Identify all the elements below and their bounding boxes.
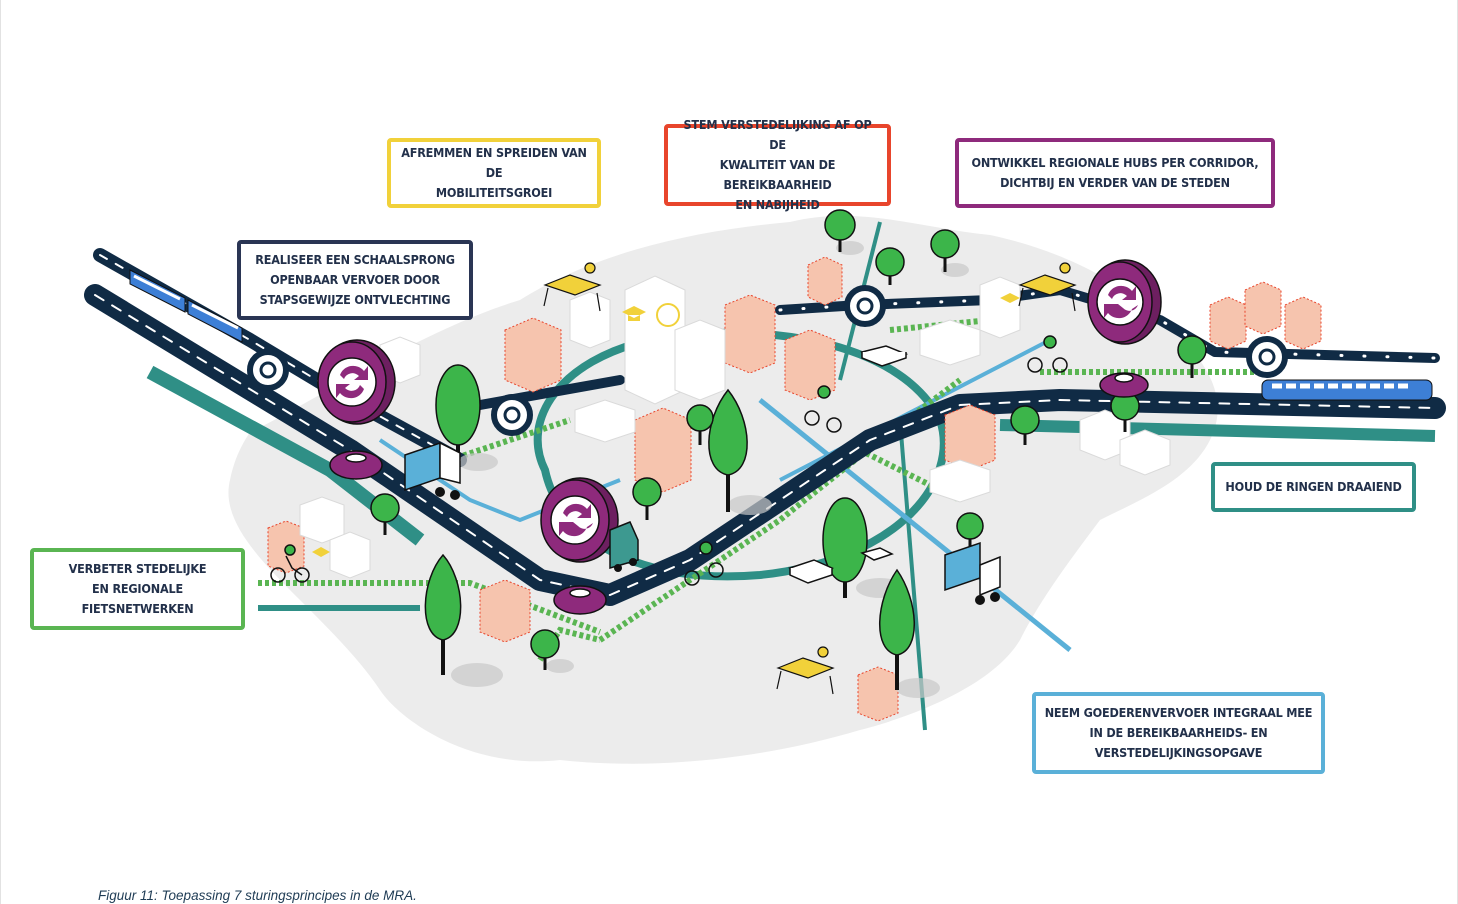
trees bbox=[370, 209, 1207, 690]
cyclist-icon bbox=[270, 544, 310, 583]
tree bbox=[686, 404, 714, 445]
tree bbox=[930, 229, 960, 272]
pink-buildings bbox=[267, 256, 1322, 722]
tree bbox=[370, 493, 400, 535]
cyclist-icons bbox=[270, 335, 1068, 586]
graduation-cap-icon-2 bbox=[1000, 293, 1020, 303]
car-icon bbox=[787, 559, 835, 584]
tree bbox=[632, 477, 662, 520]
cyclist-icon bbox=[1027, 335, 1068, 373]
teal-line-east bbox=[999, 419, 1436, 442]
label-mobility-growth: AFREMMEN EN SPREIDEN VAN DE MOBILITEITSG… bbox=[387, 138, 601, 208]
hub-base bbox=[1099, 372, 1149, 398]
station-rings bbox=[247, 285, 1288, 436]
ring-node bbox=[1246, 336, 1288, 378]
tree bbox=[875, 247, 905, 285]
car-icon bbox=[859, 345, 909, 367]
frame-left-line bbox=[0, 0, 1, 904]
tree bbox=[824, 209, 856, 252]
ring-node bbox=[247, 349, 289, 391]
tree bbox=[530, 629, 560, 670]
figure-caption: Figuur 11: Toepassing 7 sturingsprincipe… bbox=[98, 888, 417, 903]
tree bbox=[822, 497, 868, 598]
label-cycling: VERBETER STEDELIJKE EN REGIONALE FIETSNE… bbox=[30, 548, 245, 630]
van-icon bbox=[609, 521, 639, 572]
ring-node bbox=[844, 285, 886, 327]
label-freight: NEEM GOEDERENVERVOER INTEGRAAL MEE IN DE… bbox=[1032, 692, 1325, 774]
hub-discs bbox=[317, 259, 1162, 563]
label-rings: HOUD DE RINGEN DRAAIEND bbox=[1211, 462, 1416, 512]
label-urbanisation: STEM VERSTEDELIJKING AF OP DE KWALITEIT … bbox=[664, 117, 891, 212]
hub-bases bbox=[329, 372, 1149, 615]
car-icon bbox=[860, 547, 894, 561]
truck-icon bbox=[404, 441, 461, 500]
hub-exchange-icon bbox=[1087, 259, 1162, 345]
hub-base bbox=[553, 585, 607, 615]
ring-node bbox=[491, 394, 533, 436]
tree bbox=[424, 553, 462, 675]
cyclist-icon bbox=[804, 385, 842, 433]
tree bbox=[1110, 391, 1140, 432]
cyclist-icon bbox=[684, 541, 724, 586]
cycle-lane-1 bbox=[258, 580, 602, 635]
freight-line-2 bbox=[758, 398, 1072, 652]
train-east bbox=[1261, 379, 1433, 401]
tree bbox=[1177, 335, 1207, 378]
cycle-lane-2 bbox=[449, 417, 571, 463]
desk-worker-icon bbox=[1018, 262, 1077, 312]
cycle-lane-6 bbox=[537, 626, 601, 662]
desk-worker-icon bbox=[543, 262, 602, 312]
freight-line-3 bbox=[779, 338, 1051, 482]
hub-base bbox=[329, 450, 383, 480]
truck-icon bbox=[944, 541, 1001, 605]
desk-worker-icon bbox=[776, 646, 835, 695]
clock-icon bbox=[656, 303, 680, 327]
hub-exchange-icon bbox=[317, 339, 396, 425]
desk-worker-icons bbox=[543, 262, 1077, 695]
label-public-transport: REALISEER EEN SCHAALSPRONG OPENBAAR VERV… bbox=[237, 240, 473, 320]
hub-exchange-icon bbox=[540, 477, 619, 563]
label-regional-hubs: ONTWIKKEL REGIONALE HUBS PER CORRIDOR, D… bbox=[955, 138, 1275, 208]
tram-west bbox=[129, 269, 243, 343]
tree bbox=[879, 568, 915, 690]
tree bbox=[1010, 405, 1040, 445]
graduation-cap-icon-3 bbox=[312, 547, 330, 557]
graduation-cap-icon bbox=[622, 306, 646, 321]
